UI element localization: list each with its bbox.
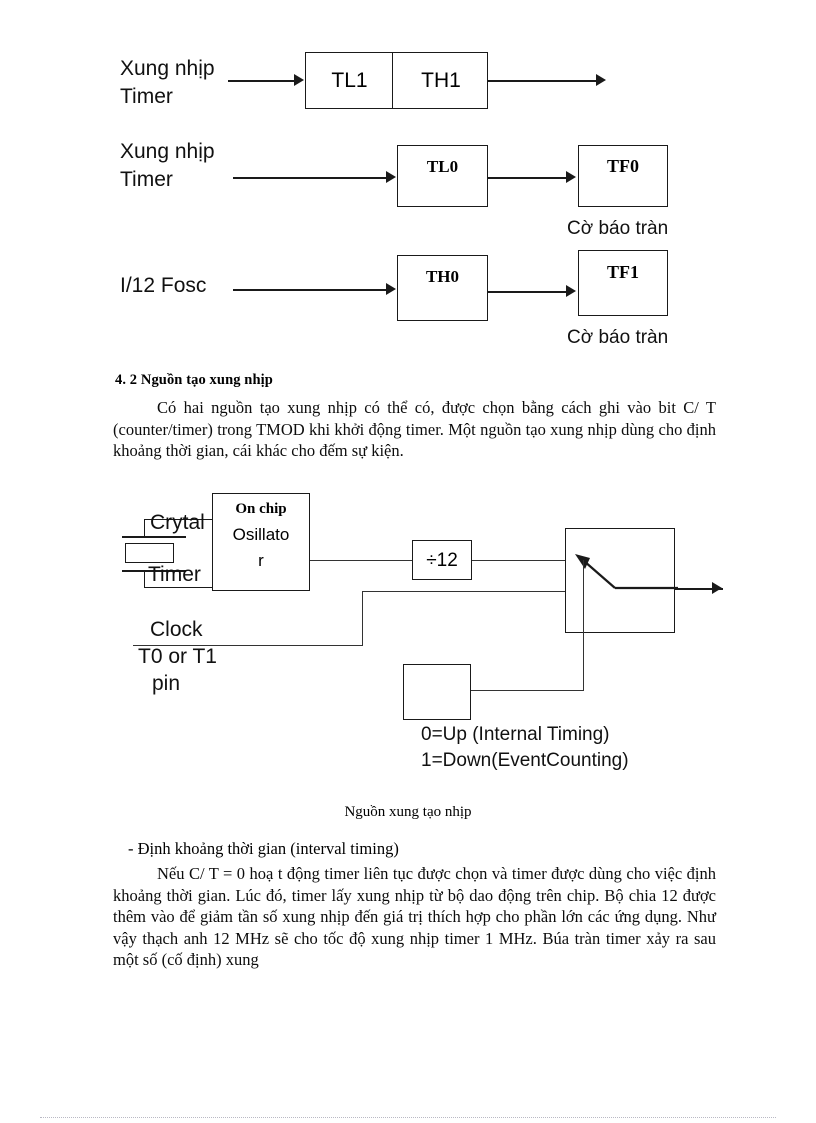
clock-pin-label-line3: pin — [152, 672, 181, 695]
timer0-high-to-flag-arrowhead — [566, 285, 576, 297]
timer1-input-arrow-line — [228, 80, 295, 82]
crystal-body — [125, 543, 174, 563]
timer1-input-label-line2: Timer — [120, 85, 173, 108]
timer0-high-register-box: TH0 — [397, 255, 488, 321]
clock-pin-wire-vertical — [362, 591, 363, 646]
crystal-label: Crytal — [150, 511, 205, 534]
timer0-flag-caption: Cờ báo tràn — [567, 218, 669, 239]
timer0-high-register-label: TH0 — [425, 267, 460, 286]
divide-by-12-label: ÷12 — [426, 550, 458, 571]
timer0-flag-box: TF0 — [578, 145, 668, 207]
mux-switch-arm-icon — [575, 554, 678, 590]
crystal-lead-top-horizontal — [144, 519, 214, 520]
clock-pin-wire-horizontal — [133, 645, 363, 646]
interval-timing-bullet: - Định khoảng thời gian (interval timing… — [128, 839, 399, 858]
oscillator-label-line1: On chip — [235, 501, 287, 517]
timer0-input-label-line2: Timer — [120, 168, 173, 191]
timer1-output-arrowhead — [596, 74, 606, 86]
clock-pin-label-line2: T0 or T1 — [138, 645, 217, 668]
timer-pin-label: Timer — [148, 563, 201, 586]
control-legend-line1: 0=Up (Internal Timing) — [421, 724, 610, 745]
divider-to-mux-wire — [472, 560, 572, 561]
mux-output-arrowhead — [712, 582, 722, 594]
crystal-plate-top — [122, 536, 186, 538]
timer0-input-arrowhead — [386, 171, 396, 183]
fosc-input-arrow-line — [233, 289, 388, 291]
control-box-to-mux-wire — [471, 690, 584, 691]
timer1-flag-label: TF1 — [606, 262, 639, 282]
timer1-flag-box: TF1 — [578, 250, 668, 316]
section-paragraph: Có hai nguồn tạo xung nhịp có thể có, đư… — [113, 398, 716, 460]
oscillator-label-line2: Osillato — [232, 525, 290, 544]
fosc-input-arrowhead — [386, 283, 396, 295]
footer-divider — [40, 1117, 776, 1118]
timer0-register-box: TL0 — [397, 145, 488, 207]
timer1-register-low-label: TL1 — [331, 69, 368, 92]
crystal-lead-bottom-vertical — [144, 570, 145, 588]
onchip-oscillator-box: On chip Osillato r — [212, 493, 310, 591]
clock-source-diagram: Crytal Timer On chip Osillato r ÷12 Cloc… — [122, 493, 723, 820]
timer0-high-block-diagram: I/12 Fosc TH0 TF1 Cờ báo tràn — [0, 0, 816, 360]
oscillator-label-line3: r — [258, 551, 264, 570]
timer0-to-flag-arrowhead — [566, 171, 576, 183]
mux-output-line — [675, 588, 723, 590]
fosc-input-label: I/12 Fosc — [120, 274, 207, 297]
timer0-to-flag-line — [488, 177, 568, 179]
timer1-flag-caption: Cờ báo tràn — [567, 327, 669, 348]
timer0-block-diagram: Xung nhịp Timer TL0 TF0 Cờ báo tràn — [0, 0, 816, 250]
timer1-register-high-label: TH1 — [421, 69, 461, 92]
crystal-plate-bottom — [122, 570, 186, 572]
timer1-register-divider — [392, 53, 393, 108]
mux-control-pole-wire — [583, 560, 584, 690]
timer1-output-arrow-line — [488, 80, 598, 82]
crystal-lead-bottom-horizontal — [144, 587, 214, 588]
timer1-register-box: TL1 TH1 — [305, 52, 488, 109]
body-paragraph: Nếu C/ T = 0 hoạ t động timer liên tục đ… — [113, 864, 716, 969]
timer0-register-label: TL0 — [426, 157, 459, 176]
clock-pin-label-line1: Clock — [150, 618, 203, 641]
timer1-input-arrowhead — [294, 74, 304, 86]
timer1-block-diagram: Xung nhịp Timer TL1 TH1 — [0, 0, 816, 125]
crystal-lead-top-vertical — [144, 520, 145, 537]
timer0-flag-label: TF0 — [606, 156, 639, 176]
control-legend-line2: 1=Down(EventCounting) — [421, 750, 629, 771]
section-heading: 4. 2 Nguồn tạo xung nhịp — [115, 372, 273, 388]
clock-source-figure-caption: Nguồn xung tạo nhịp — [344, 804, 472, 820]
timer1-input-label-line1: Xung nhịp — [120, 57, 215, 80]
clock-pin-wire-to-mux — [362, 591, 582, 592]
timer0-input-arrow-line — [233, 177, 388, 179]
timer0-input-label-line1: Xung nhịp — [120, 140, 215, 163]
timer0-high-to-flag-line — [488, 291, 568, 293]
divide-by-12-box: ÷12 — [412, 540, 472, 580]
oscillator-to-divider-wire — [310, 560, 414, 561]
updown-control-box — [403, 664, 471, 720]
